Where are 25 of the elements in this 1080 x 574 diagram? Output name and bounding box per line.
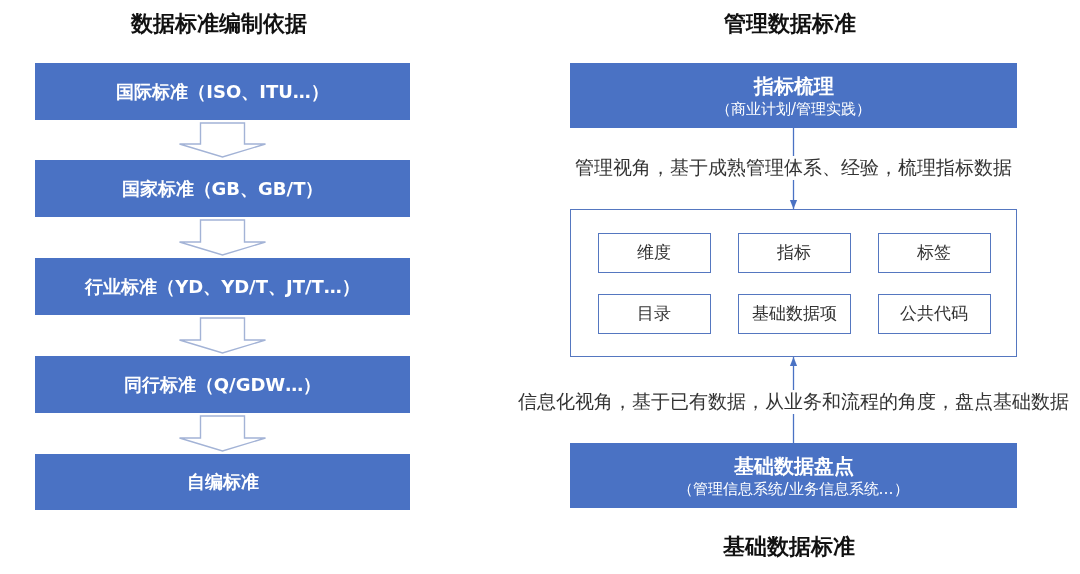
process-box [570,443,1017,508]
block-arrow [178,317,267,354]
column-heading: 管理数据标准 [724,10,856,38]
column-heading: 数据标准编制依据 [131,10,307,38]
standard-box: 国家标准（GB、GB/T） [35,160,410,217]
item-box: 目录 [597,293,711,334]
box-heading: 指标梳理 [753,72,834,99]
group-frame [570,209,1017,357]
standard-box: 国际标准（ISO、ITU…） [35,63,410,120]
standard-box: 自编标准 [35,454,410,510]
block-arrow [178,415,267,452]
item-box: 维度 [597,232,711,273]
block-arrow [178,219,267,256]
block-arrow [178,122,267,158]
item-box: 标签 [877,232,991,273]
box-note: （商业计划/管理实践） [715,98,872,119]
column-heading: 基础数据标准 [723,533,855,561]
item-box: 基础数据项 [737,293,851,334]
box-heading: 基础数据盘点 [733,452,854,479]
process-box [570,63,1017,128]
item-box: 指标 [737,232,851,273]
standard-box: 行业标准（YD、YD/T、JT/T…） [35,258,410,315]
standard-box: 同行标准（Q/GDW…） [35,356,410,413]
box-note: （管理信息系统/业务信息系统…） [678,478,909,499]
item-box: 公共代码 [877,293,991,334]
